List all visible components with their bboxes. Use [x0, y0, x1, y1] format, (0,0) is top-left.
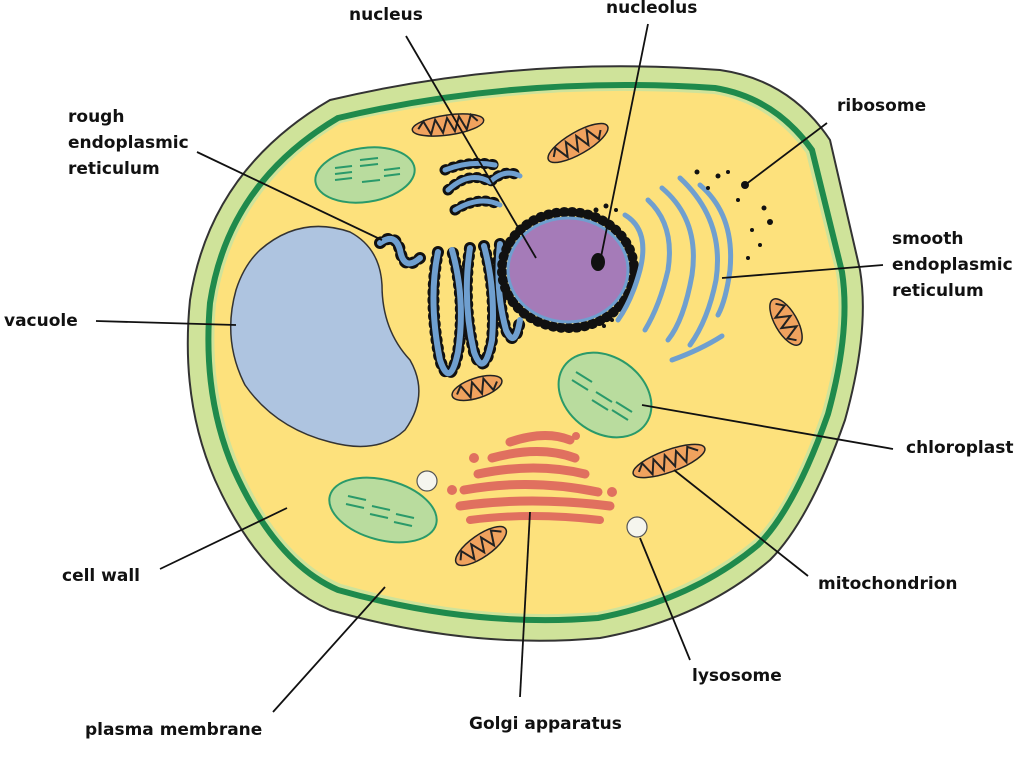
rough-er — [374, 157, 526, 379]
label-rough-er-line1: rough — [68, 107, 125, 127]
leader-lines — [95, 23, 894, 713]
nucleus — [506, 216, 630, 324]
label-lysosome: lysosome — [692, 666, 782, 686]
smooth-er — [615, 175, 734, 363]
label-nucleolus: nucleolus — [606, 0, 698, 18]
label-smooth-er: smooth endoplasmic reticulum — [892, 226, 1013, 304]
label-smooth-er-line1: smooth — [892, 229, 964, 249]
vacuole — [229, 225, 420, 448]
label-plasma-membrane: plasma membrane — [85, 720, 263, 740]
label-rough-er: rough endoplasmic reticulum — [68, 104, 189, 182]
label-rough-er-line3: reticulum — [68, 159, 160, 179]
golgi-apparatus — [447, 431, 617, 524]
plasma-membrane — [205, 82, 848, 624]
label-rough-er-line2: endoplasmic — [68, 133, 189, 153]
label-smooth-er-line2: endoplasmic — [892, 255, 1013, 275]
label-smooth-er-line3: reticulum — [892, 281, 984, 301]
label-ribosome: ribosome — [837, 96, 927, 116]
nuclear-envelope — [497, 207, 639, 333]
chloroplast-center — [557, 351, 653, 439]
ribosomes — [593, 169, 773, 328]
chloroplast-bottom — [328, 476, 438, 544]
label-nucleus: nucleus — [349, 5, 423, 25]
mitochondria — [411, 112, 803, 567]
label-cell-wall: cell wall — [62, 566, 141, 586]
label-mitochondrion: mitochondrion — [818, 574, 958, 594]
label-chloroplast: chloroplast — [906, 438, 1014, 458]
lysosome — [416, 470, 438, 492]
lysosome — [626, 516, 648, 538]
chloroplast-top — [314, 146, 416, 204]
label-vacuole: vacuole — [4, 311, 78, 331]
label-golgi-apparatus: Golgi apparatus — [469, 714, 622, 734]
nucleolus — [591, 253, 605, 271]
